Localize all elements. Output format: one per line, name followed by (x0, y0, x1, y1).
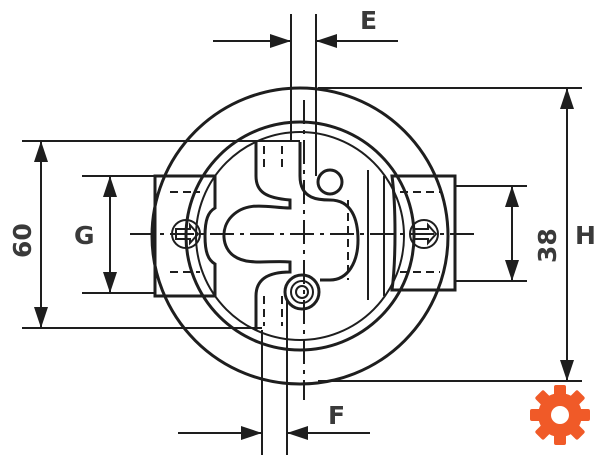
label-60: 60 (8, 223, 37, 258)
dimension-60: 60 (8, 140, 300, 329)
dimension-g: G (74, 175, 155, 294)
dimension-h: H (318, 87, 596, 382)
right-clamp (390, 174, 457, 292)
gear-icon (530, 385, 590, 445)
label-h: H (575, 221, 596, 250)
centre-lines (130, 100, 475, 400)
dimension-38: 38 (455, 185, 562, 282)
label-g: G (74, 221, 95, 250)
label-e: E (360, 6, 377, 35)
bolt (283, 273, 321, 311)
dimension-f: F (178, 401, 370, 440)
label-f: F (328, 401, 345, 430)
label-38: 38 (533, 228, 562, 263)
dimension-e: E (213, 6, 398, 48)
